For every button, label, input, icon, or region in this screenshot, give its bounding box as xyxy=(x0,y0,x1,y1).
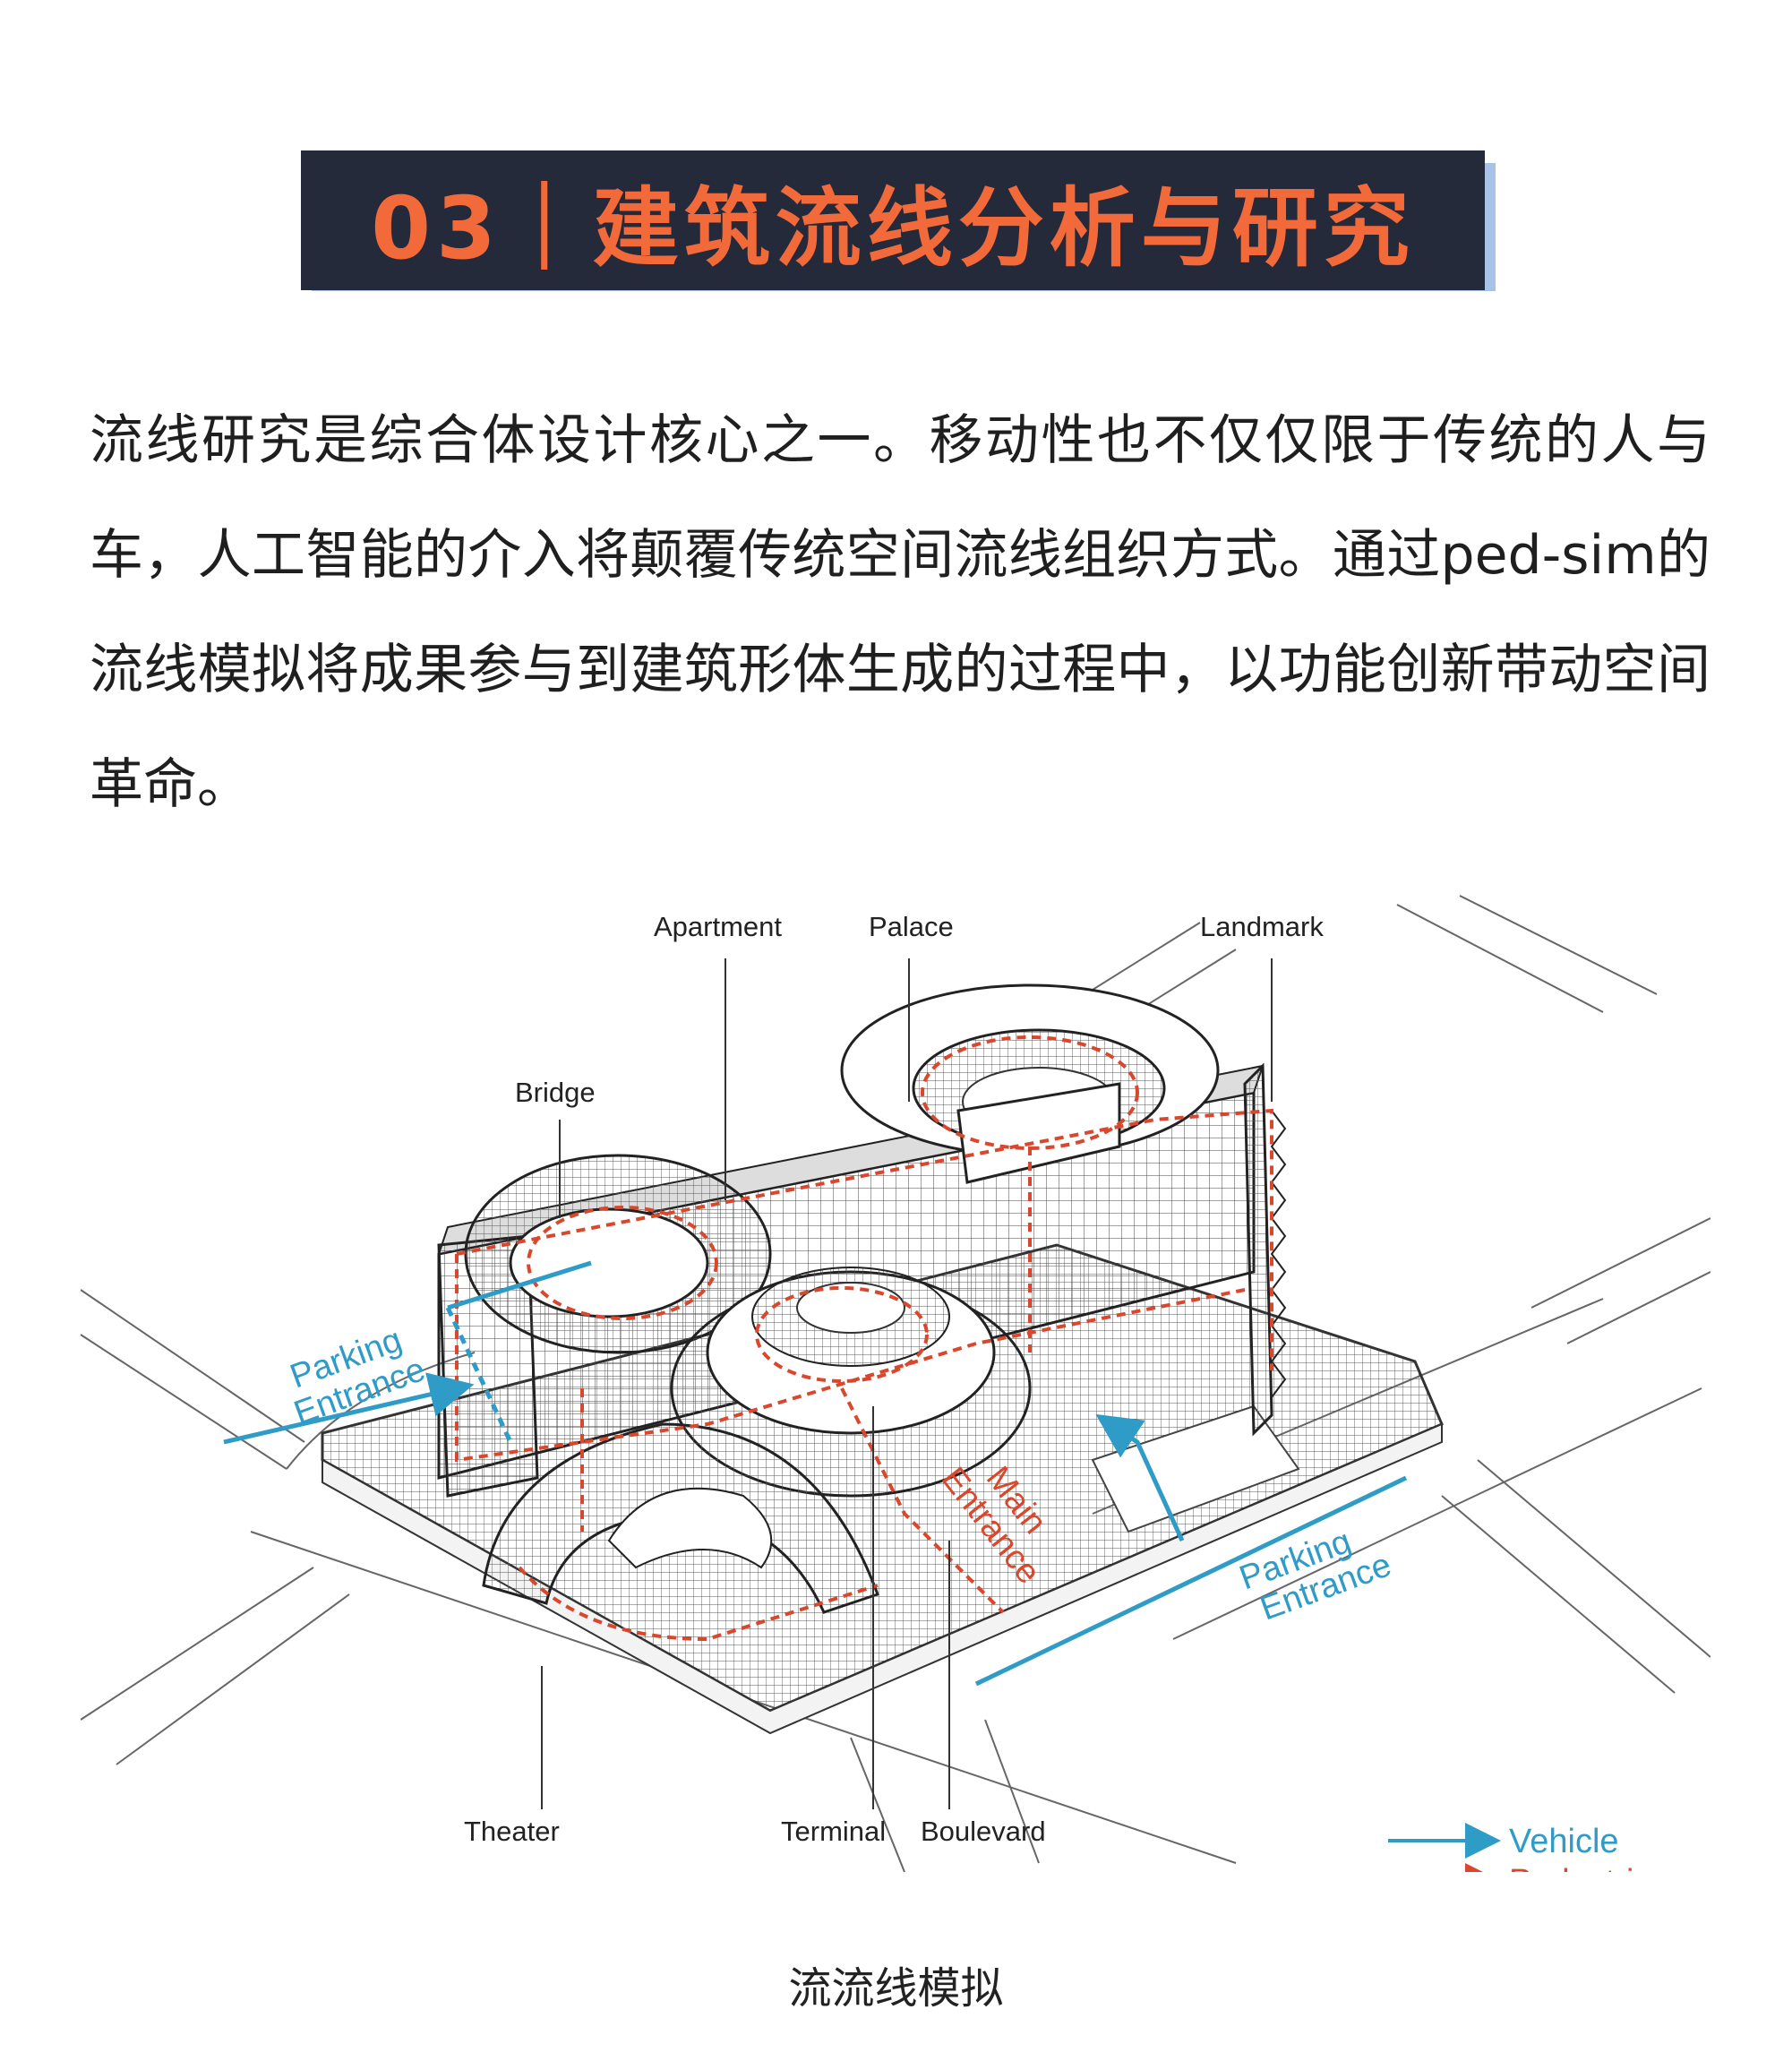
landmark-fins xyxy=(1270,1110,1287,1398)
figure-caption: 流流线模拟 xyxy=(788,1963,1004,2014)
landmark-tower xyxy=(1243,1062,1273,1437)
plaza-right xyxy=(1091,1404,1300,1533)
label-landmark: Landmark xyxy=(1200,911,1324,942)
circulation-diagram: Apartment Palace Landmark Bridge Theater… xyxy=(81,895,1711,1872)
intro-paragraph: 流线研究是综合体设计核心之一。移动性也不仅仅限于传统的人与车，人工智能的介入将颠… xyxy=(90,409,1711,816)
label-apartment: Apartment xyxy=(654,911,782,942)
label-terminal: Terminal xyxy=(781,1816,886,1847)
label-theater: Theater xyxy=(464,1816,560,1847)
street-lines xyxy=(81,895,1711,1872)
legend-vehicle: Vehicle xyxy=(1509,1823,1619,1860)
terminal-core xyxy=(796,1282,905,1334)
label-bridge: Bridge xyxy=(515,1077,596,1108)
section-title: 03｜建筑流线分析与研究 xyxy=(371,177,1415,279)
theater-arc-inner xyxy=(607,1487,773,1569)
vehicle-routes xyxy=(223,1260,1408,1687)
title-box: 03｜建筑流线分析与研究 xyxy=(301,150,1485,290)
label-boulevard: Boulevard xyxy=(921,1816,1046,1847)
bridge-ring-hole xyxy=(509,1207,709,1318)
leader-lines xyxy=(541,958,1273,1809)
legend-pedestrian: Pedestrian xyxy=(1509,1863,1672,1872)
legend: Vehicle Pedestrian xyxy=(1388,1823,1672,1872)
palace-block xyxy=(956,1082,1121,1184)
section-title-banner: 03｜建筑流线分析与研究 xyxy=(301,150,1496,291)
label-palace: Palace xyxy=(869,911,954,942)
plinth-edge xyxy=(322,1422,1443,1735)
